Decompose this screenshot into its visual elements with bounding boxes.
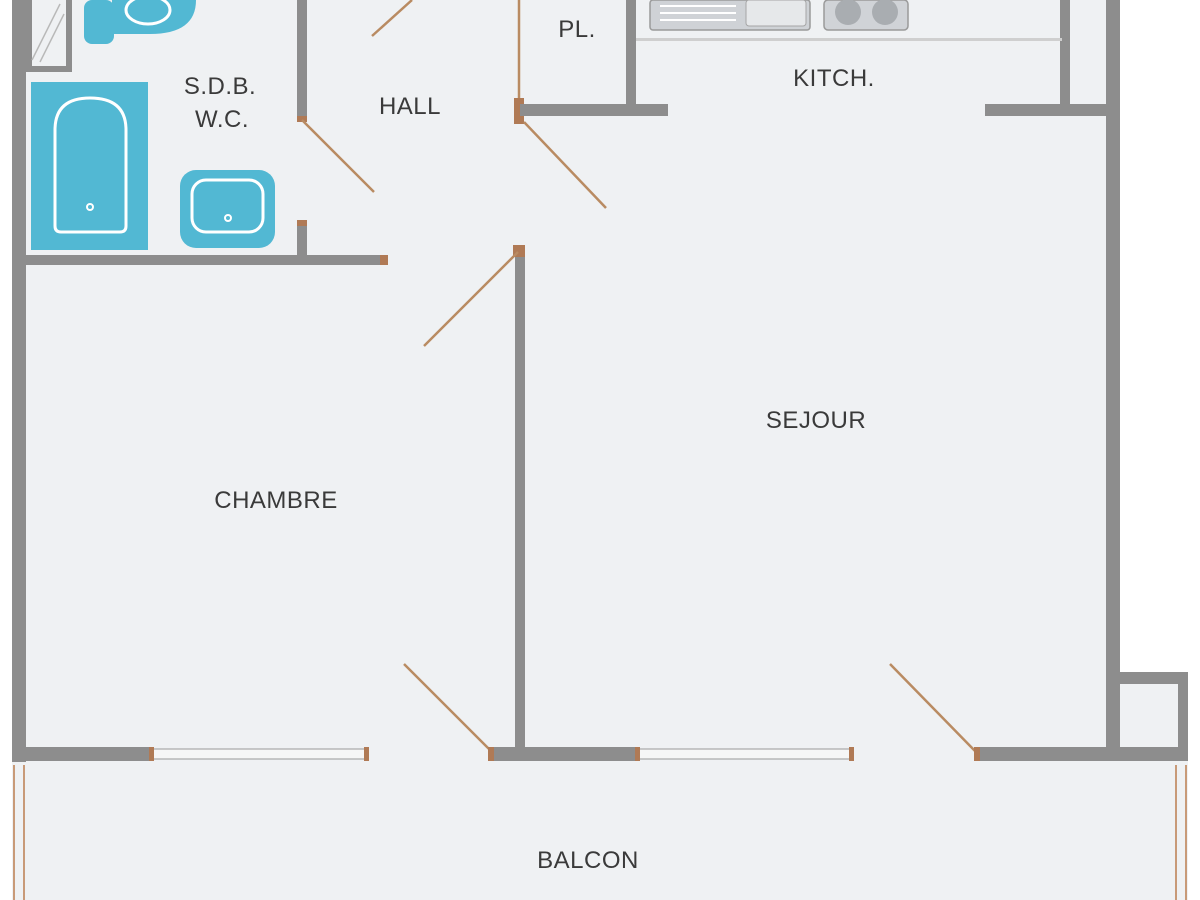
placard-label: PL.	[558, 16, 596, 43]
window-jamb	[849, 747, 854, 761]
bathroom-door	[301, 119, 375, 193]
window-jamb	[635, 747, 640, 761]
shower-diagonal	[31, 3, 61, 61]
chambre-balcony-door	[403, 663, 493, 753]
shower-bottom	[26, 66, 72, 72]
kitchen-east-partition	[1060, 0, 1070, 110]
south-wall-1	[12, 747, 152, 761]
south-wall-3	[978, 747, 1188, 761]
placard-south-wall	[520, 104, 668, 116]
door-jamb	[514, 98, 524, 124]
sink-icon	[180, 170, 275, 248]
balcony-floor	[12, 760, 1188, 900]
closet-east-wall	[1178, 672, 1188, 760]
chambre-label: CHAMBRE	[214, 487, 338, 514]
window-sejour	[637, 748, 853, 760]
window-chambre	[151, 748, 367, 760]
bathroom-east-wall-upper	[297, 0, 307, 120]
stove-icon	[823, 0, 909, 31]
door-jamb	[974, 747, 980, 761]
sejour-label: SEJOUR	[766, 407, 866, 434]
chambre-door	[423, 251, 519, 347]
hall-label: HALL	[379, 93, 441, 120]
kitchen-label: KITCH.	[793, 65, 875, 92]
west-wall	[12, 0, 26, 762]
east-wall	[1106, 0, 1120, 748]
chambre-sejour-wall	[515, 250, 525, 750]
shower-side	[66, 0, 72, 72]
sejour-door	[523, 121, 607, 209]
south-wall-2	[490, 747, 638, 761]
door-jamb	[380, 255, 388, 265]
placard-east-wall	[626, 0, 636, 116]
toilet-icon	[84, 0, 196, 44]
shower-diagonal	[39, 13, 65, 63]
closet-top-wall	[1120, 672, 1188, 684]
entry-door	[371, 0, 413, 37]
bathroom-east-wall-lower	[297, 222, 307, 260]
door-jamb	[297, 220, 307, 226]
counter-edge	[636, 38, 1062, 41]
window-jamb	[149, 747, 154, 761]
shower-edge	[26, 0, 32, 72]
sejour-balcony-door	[889, 663, 977, 753]
bathroom-south-wall	[12, 255, 388, 265]
sdb-label-line1: S.D.B.	[184, 73, 256, 100]
window-jamb	[364, 747, 369, 761]
closet-floor	[1116, 676, 1188, 760]
door-jamb	[297, 116, 307, 122]
sdb-label-line2: W.C.	[195, 106, 249, 133]
door-jamb	[488, 747, 494, 761]
balcon-label: BALCON	[537, 847, 639, 874]
kitchen-south-wall	[985, 104, 1115, 116]
kitchen-sink-icon	[649, 0, 811, 31]
bathtub-icon	[31, 82, 148, 250]
apartment-floor	[12, 0, 1116, 760]
